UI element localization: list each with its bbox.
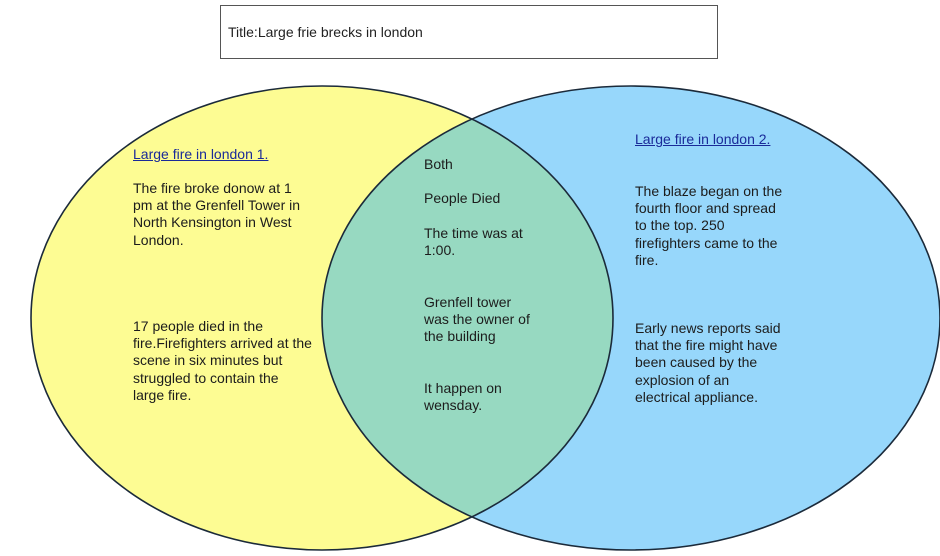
right-circle-outline (321, 85, 940, 551)
overlap-paragraph-3: Grenfell tower was the owner of the buil… (424, 294, 530, 345)
left-paragraph-1: The fire broke donow at 1 pm at the Gren… (133, 180, 301, 248)
right-paragraph-1: The blaze began on the fourth floor and … (635, 183, 783, 268)
overlap-heading: Both (424, 156, 453, 172)
title-text: Title:Large frie brecks in london (228, 24, 423, 40)
left-paragraph-2: 17 people died in the fire.Firefighters … (133, 318, 312, 403)
left-circle-outline (30, 85, 614, 551)
overlap-paragraph-4: It happen on wensday. (424, 380, 502, 414)
title-box: Title:Large frie brecks in london (220, 5, 718, 59)
right-paragraph-2: Early news reports said that the fire mi… (635, 320, 781, 405)
overlap-region (322, 86, 613, 550)
left-heading-link[interactable]: Large fire in london 1. (133, 146, 269, 162)
overlap-paragraph-2: The time was at 1:00. (424, 225, 523, 259)
right-heading-link[interactable]: Large fire in london 2. (635, 131, 771, 147)
overlap-paragraph-1: People Died (424, 190, 501, 206)
